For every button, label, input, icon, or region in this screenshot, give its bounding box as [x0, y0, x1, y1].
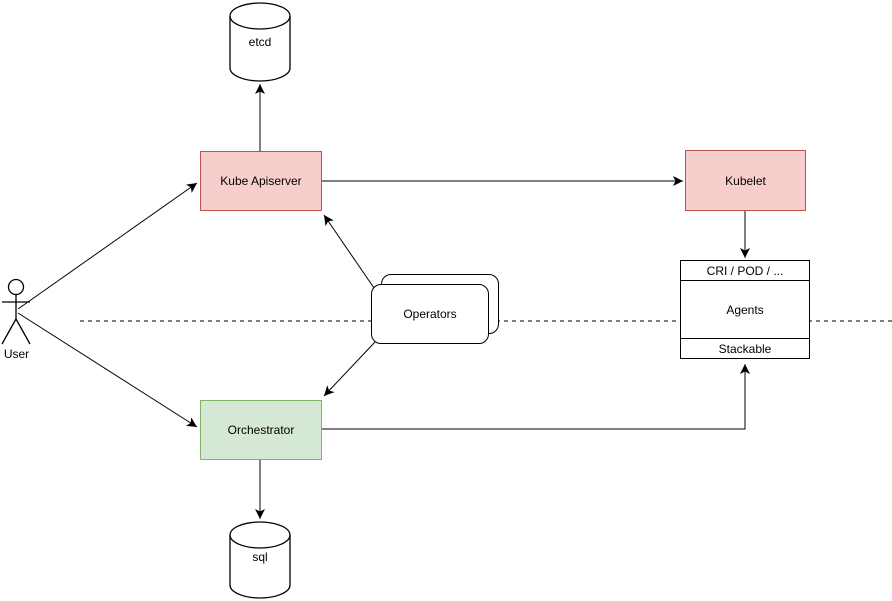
agents-stackable-section[interactable]: Stackable — [680, 338, 810, 359]
edge-operators-to-apiserver — [323, 214, 375, 289]
operators-label: Operators — [403, 307, 457, 321]
etcd-cylinder-shape[interactable] — [229, 2, 291, 82]
edge-user-to-apiserver — [17, 182, 198, 310]
agents-label: Agents — [726, 302, 764, 317]
agents-stackable-label: Stackable — [718, 341, 772, 356]
agents-cri-pod-label: CRI / POD / ... — [706, 263, 784, 278]
kube-apiserver-label: Kube Apiserver — [220, 174, 302, 188]
user-actor-icon[interactable] — [1, 278, 31, 345]
edge-operators-to-orchestrator — [323, 341, 376, 397]
kube-apiserver-node[interactable]: Kube Apiserver — [200, 151, 322, 211]
kubelet-node[interactable]: Kubelet — [685, 150, 806, 211]
orchestrator-label: Orchestrator — [227, 423, 295, 437]
orchestrator-node[interactable]: Orchestrator — [200, 400, 322, 460]
edge-user-to-orchestrator — [17, 312, 198, 428]
etcd-label: etcd — [248, 35, 272, 49]
agents-cri-pod-section[interactable]: CRI / POD / ... — [680, 260, 810, 281]
agents-node-group[interactable]: CRI / POD / ... Agents Stackable — [680, 260, 810, 359]
sql-label: sql — [252, 550, 268, 564]
edge-orchestrator-to-stackable — [322, 364, 750, 430]
kubelet-label: Kubelet — [725, 173, 766, 188]
operators-node[interactable]: Operators — [371, 284, 489, 344]
agents-section[interactable]: Agents — [680, 280, 810, 339]
sql-cylinder-shape[interactable] — [229, 521, 291, 599]
user-label: User — [3, 347, 30, 361]
